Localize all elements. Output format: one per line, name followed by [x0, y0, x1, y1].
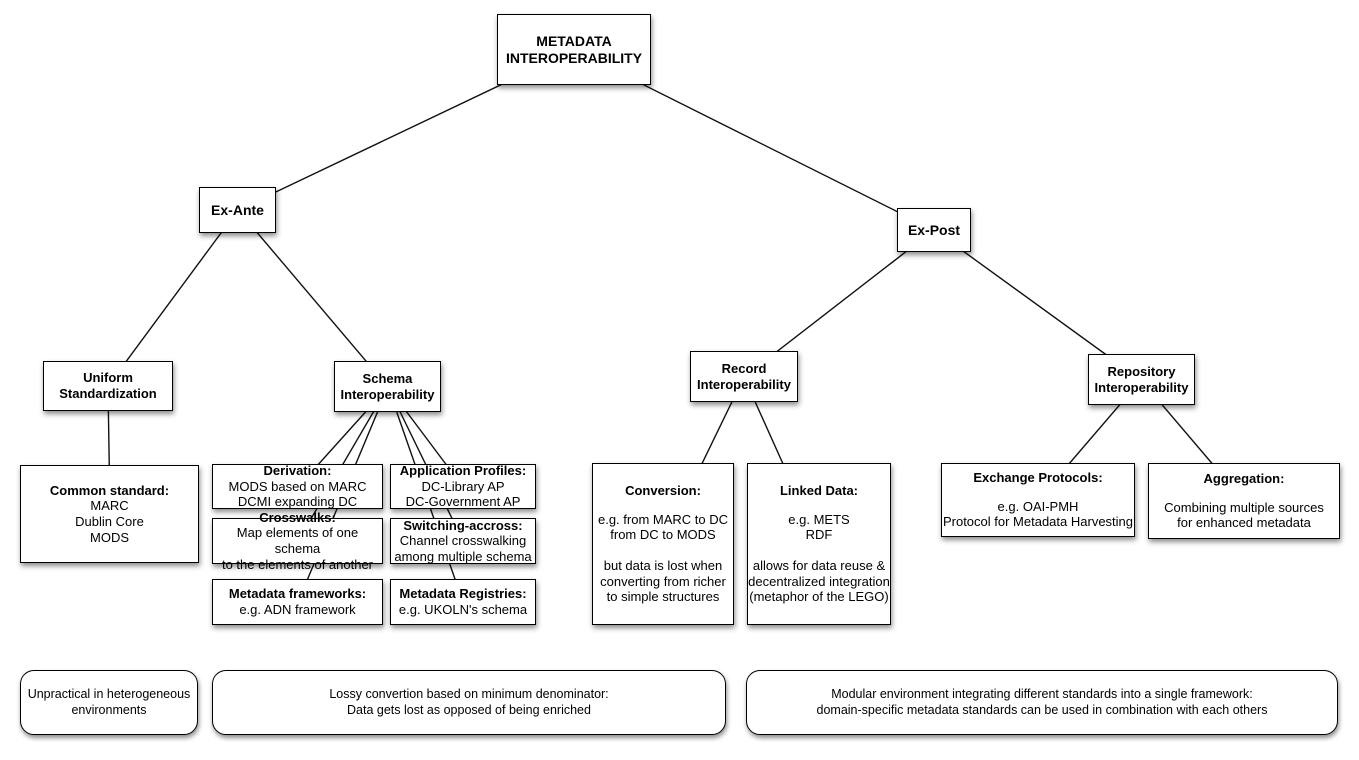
node-title: Common standard:: [49, 482, 170, 498]
node-ex-post: Ex-Post: [897, 208, 971, 252]
node-body: DC-Library AP DC-Government AP: [405, 478, 521, 510]
node-title: Crosswalks:: [259, 509, 336, 525]
node-record-interoperability: Record Interoperability: [690, 351, 798, 402]
edge-exante-uniform: [107, 209, 239, 387]
node-title: Application Profiles:: [399, 463, 527, 479]
note-schema-interoperability: Lossy convertion based on minimum denomi…: [212, 670, 726, 735]
node-title: Aggregation:: [1203, 471, 1285, 487]
node-title: Derivation:: [263, 463, 332, 479]
node-uniform-standardization: Uniform Standardization: [43, 361, 173, 411]
node-body: e.g. ADN framework: [239, 602, 356, 617]
node-body: e.g. from MARC to DC from DC to MODS but…: [597, 511, 729, 605]
node-derivation: Derivation: MODS based on MARC DCMI expa…: [212, 463, 383, 510]
node-ex-ante: Ex-Ante: [199, 187, 276, 233]
node-title: METADATA INTEROPERABILITY: [505, 32, 643, 66]
node-metadata-registries: Metadata Registries: e.g. UKOLN's schema: [390, 579, 536, 625]
node-title: Ex-Post: [907, 221, 961, 238]
node-title: Record Interoperability: [697, 360, 791, 392]
node-aggregation: Aggregation: Combining multiple sources …: [1148, 463, 1340, 539]
note-ex-ante: Unpractical in heterogeneous environment…: [20, 670, 198, 735]
node-body: e.g. METS RDF allows for data reuse & de…: [748, 511, 890, 605]
node-body: MODS based on MARC DCMI expanding DC: [228, 478, 367, 510]
node-metadata-interoperability: METADATA INTEROPERABILITY: [497, 14, 651, 85]
node-title: Conversion:: [625, 482, 701, 498]
node-title: Repository Interoperability: [1094, 363, 1189, 395]
node-metadata-frameworks: Metadata frameworks: e.g. ADN framework: [212, 579, 383, 625]
node-body: Map elements of one schema to the elemen…: [221, 525, 374, 572]
node-body: MARC Dublin Core MODS: [75, 498, 144, 545]
node-body: e.g. OAI-PMH Protocol for Metadata Harve…: [942, 498, 1134, 530]
edge-exante-schema: [237, 209, 389, 388]
note-ex-post: Modular environment integrating differen…: [746, 670, 1338, 735]
node-common-standard: Common standard: MARC Dublin Core MODS: [20, 465, 199, 563]
node-title: Metadata Registries:: [399, 586, 527, 602]
node-title: Ex-Ante: [211, 201, 264, 218]
node-title: Switching-accross:: [403, 517, 523, 533]
node-conversion: Conversion: e.g. from MARC to DC from DC…: [592, 463, 734, 625]
node-title: Linked Data:: [779, 482, 858, 498]
node-body: e.g. UKOLN's schema: [398, 602, 528, 617]
node-repository-interoperability: Repository Interoperability: [1088, 354, 1195, 405]
node-title: Metadata frameworks:: [228, 586, 367, 602]
node-switching-accross: Switching-accross: Channel crosswalking …: [390, 518, 536, 564]
node-exchange-protocols: Exchange Protocols: e.g. OAI-PMH Protoco…: [941, 463, 1135, 537]
node-title: Schema Interoperability: [340, 370, 435, 402]
node-body: Channel crosswalking among multiple sche…: [394, 533, 532, 564]
node-linked-data: Linked Data: e.g. METS RDF allows for da…: [747, 463, 891, 625]
node-application-profiles: Application Profiles: DC-Library AP DC-G…: [390, 463, 536, 510]
node-crosswalks: Crosswalks: Map elements of one schema t…: [212, 510, 383, 572]
node-title: Exchange Protocols:: [973, 470, 1103, 486]
node-schema-interoperability: Schema Interoperability: [334, 361, 441, 412]
node-body: Combining multiple sources for enhanced …: [1164, 499, 1324, 531]
node-title: Uniform Standardization: [59, 370, 157, 401]
